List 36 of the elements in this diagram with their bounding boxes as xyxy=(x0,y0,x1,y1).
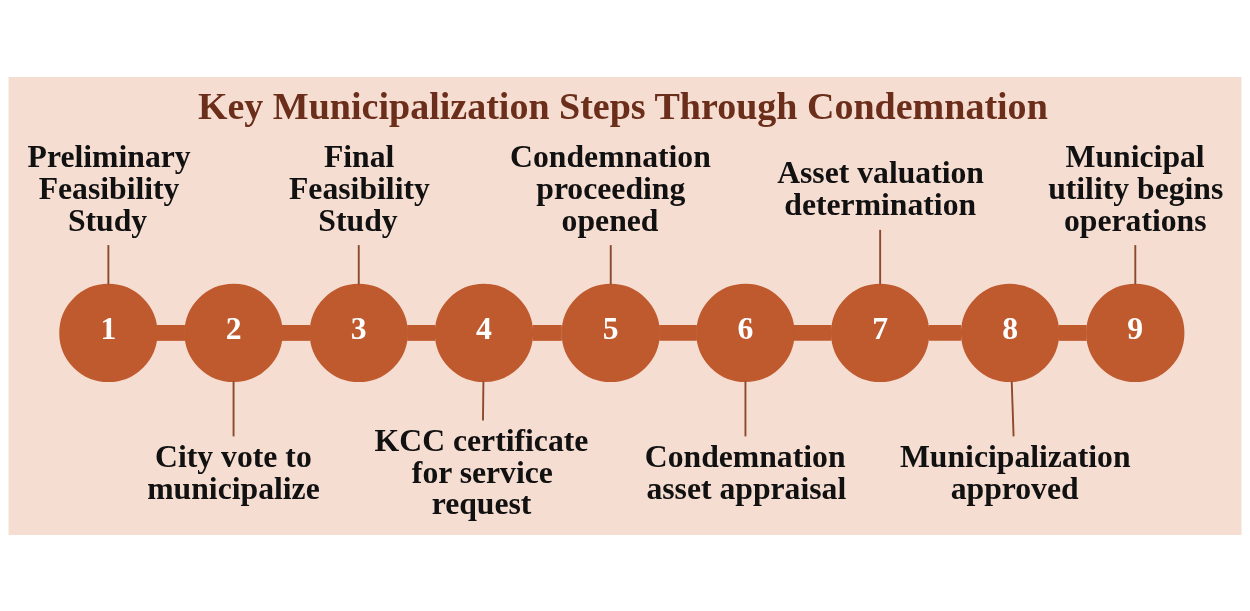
node-text: Final Feasibility Study xyxy=(289,138,430,238)
node-circle: 3 xyxy=(309,283,408,382)
node-circle: 9 xyxy=(1086,283,1185,382)
connector xyxy=(1134,243,1137,285)
node-text: KCC certificate for service request xyxy=(374,422,589,521)
connector xyxy=(793,324,832,341)
connector xyxy=(928,324,962,341)
connector xyxy=(107,243,110,285)
connector xyxy=(482,380,485,422)
node-circle: 5 xyxy=(561,283,660,382)
node-text: Condemnation proceeding opened xyxy=(510,138,711,238)
connector xyxy=(357,243,360,285)
connector xyxy=(744,380,747,437)
node-text: Municipal utility begins operations xyxy=(1048,138,1224,238)
connector xyxy=(1010,380,1015,437)
node-circle: 4 xyxy=(434,283,534,382)
connector xyxy=(156,324,185,341)
connector xyxy=(879,228,882,285)
connector xyxy=(1058,324,1087,341)
connector xyxy=(407,324,436,341)
connector xyxy=(609,243,612,285)
connector xyxy=(282,324,311,341)
diagram-title: Key Municipalization Steps Through Condemnation xyxy=(197,84,1048,127)
node-text: Asset valuation determination xyxy=(777,154,985,222)
connector xyxy=(659,324,697,341)
node-text: Municipalization approved xyxy=(899,438,1131,506)
connector xyxy=(532,324,562,341)
node-circle: 6 xyxy=(696,283,795,382)
node-circle: 7 xyxy=(831,283,930,382)
node-circle: 2 xyxy=(184,283,283,382)
connector xyxy=(232,380,235,437)
node-text: City vote to municipalize xyxy=(147,438,320,506)
node-text: Condemnation asset appraisal xyxy=(644,438,847,506)
node-circle: 1 xyxy=(59,283,158,382)
node-circle: 8 xyxy=(960,283,1060,382)
node-text: Preliminary Feasibility Study xyxy=(27,138,191,238)
